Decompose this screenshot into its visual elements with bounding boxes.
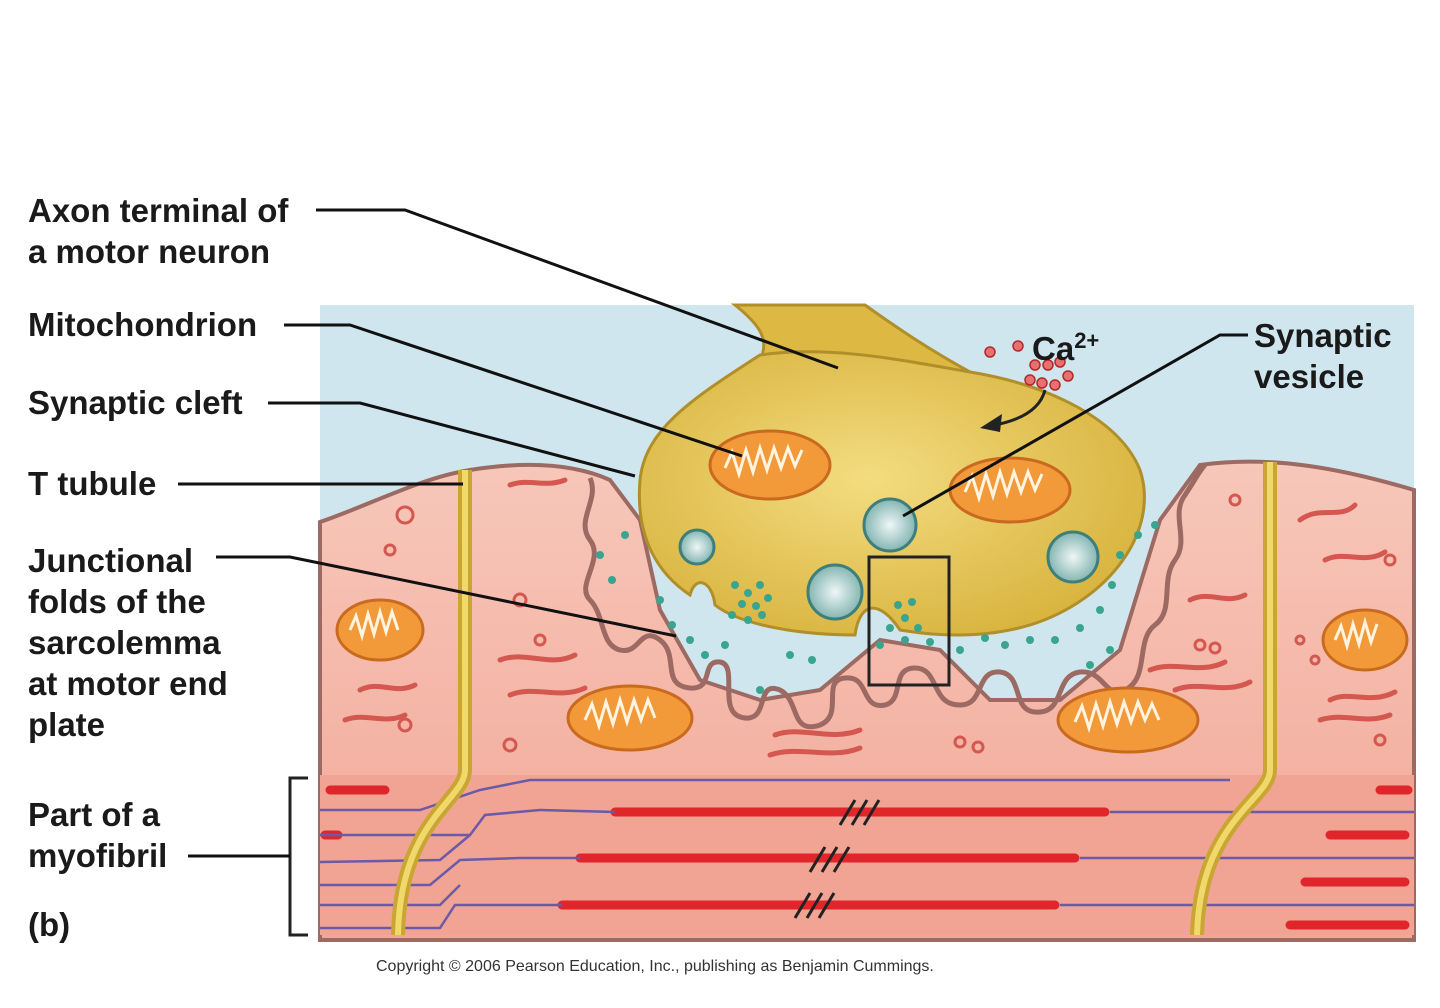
synaptic-vesicles [678, 497, 1100, 621]
calcium-entry-arrow [994, 389, 1047, 427]
label-junctional-folds-line-5: plate [28, 706, 106, 743]
label-calcium: Ca2+ [1032, 320, 1099, 369]
detail-box [867, 555, 951, 687]
label-axon-terminal-line-2: a motor neuron [28, 233, 271, 270]
label-synaptic-vesicle: Synaptic vesicle [1254, 315, 1392, 397]
copyright-notice: Copyright © 2006 Pearson Education, Inc.… [376, 958, 934, 975]
label-synaptic-vesicle-line-1: Synaptic [1254, 317, 1392, 354]
muscle-mitochondria [335, 598, 1409, 754]
label-junctional-folds: Junctional folds of the sarcolemma at mo… [28, 540, 228, 745]
sarcoplasmic-reticulum [342, 477, 1398, 758]
sarcoplasm-granules [383, 493, 1397, 754]
label-t-tubule: T tubule [28, 465, 157, 502]
myofibril-bracket [288, 776, 308, 937]
leader-lines [178, 208, 1248, 858]
terminal-mitochondria [708, 429, 1072, 524]
hash-marks [793, 799, 881, 919]
label-myofibril-line-1: Part of a [28, 796, 161, 833]
label-junctional-folds-line-3: sarcolemma [28, 624, 221, 661]
junctional-folds [582, 463, 1207, 730]
label-axon-terminal: Axon terminal of a motor neuron [28, 190, 288, 272]
label-junctional-folds-line-1: Junctional [28, 542, 194, 579]
label-synaptic-vesicle-line-2: vesicle [1254, 358, 1365, 395]
label-mitochondrion: Mitochondrion [28, 306, 258, 343]
label-axon-terminal-line-1: Axon terminal of [28, 192, 289, 229]
label-myofibril: Part of a myofibril [28, 794, 167, 876]
acetylcholine-molecules [596, 521, 1159, 694]
z-line-network [319, 778, 1414, 930]
t-tubule-left-inner [395, 470, 468, 936]
calcium-arrow-head [980, 414, 1002, 432]
label-calcium-base: Ca [1032, 330, 1075, 367]
label-junctional-folds-line-4: at motor end [28, 665, 228, 702]
label-calcium-charge: 2+ [1074, 328, 1100, 353]
t-tubule-right-inner [1194, 462, 1273, 936]
label-myofibril-line-2: myofibril [28, 837, 168, 874]
label-synaptic-cleft: Synaptic cleft [28, 384, 243, 421]
label-junctional-folds-line-2: folds of the [28, 583, 206, 620]
axon-terminal [637, 350, 1146, 637]
label-panel-b: (b) [28, 906, 71, 943]
calcium-ions [984, 340, 1074, 391]
